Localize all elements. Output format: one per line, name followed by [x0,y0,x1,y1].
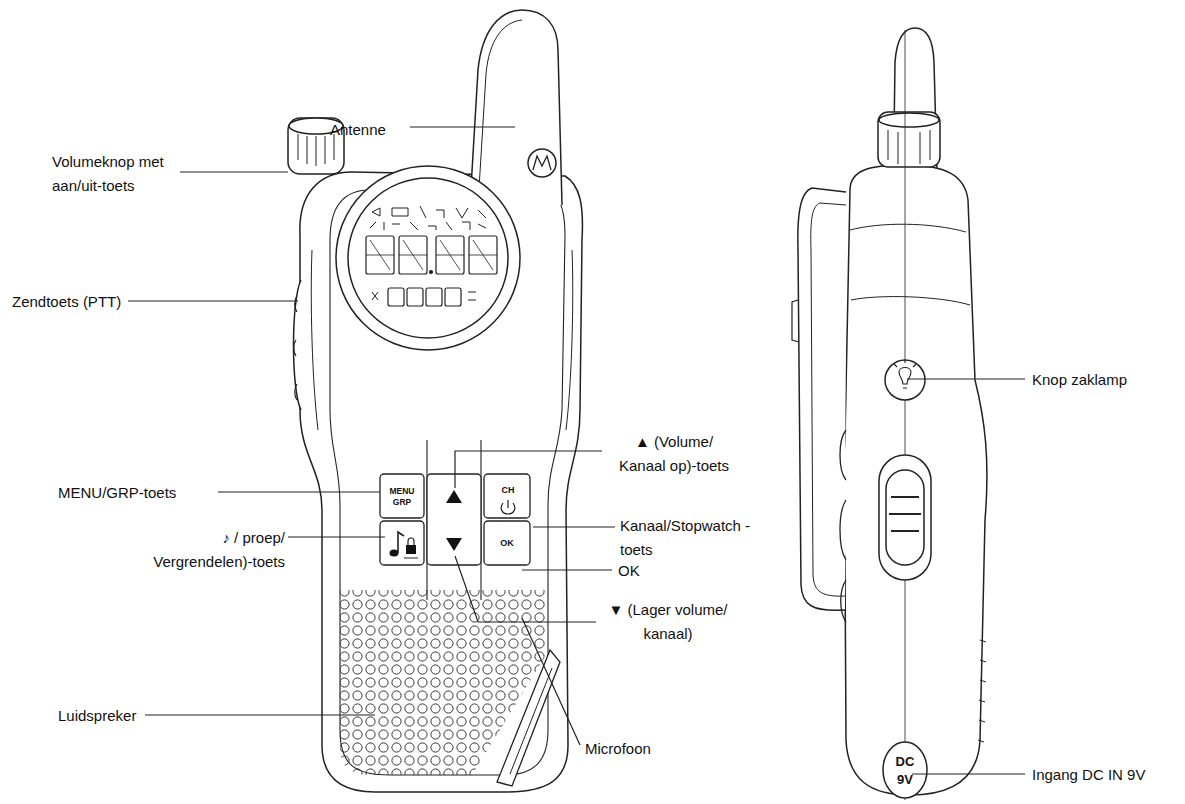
leader-line [128,300,298,301]
up-arrow [446,490,462,503]
leader-line [522,569,612,570]
grip [879,455,931,580]
leader-line [912,773,1025,774]
display-icons-part [372,206,486,218]
menu-button [380,474,424,518]
side-knob [878,112,940,167]
display-bezel [336,166,520,350]
ptt-key [294,280,302,410]
belt-clip [798,188,846,610]
button-text: GRP [393,498,411,507]
lock-icon [404,538,418,558]
note-icon-part [390,550,399,557]
arrow-buttons [427,474,481,565]
leader-line [533,526,615,527]
radio-front [288,10,582,792]
leader-line [218,491,380,492]
microphone-slot [497,650,560,786]
display-icons-part [370,222,486,230]
dc-jack [883,742,927,798]
side-buttons [840,430,846,622]
side-knob-ridges [888,130,930,164]
segment-display-part [445,288,461,306]
lock-icon-part [406,545,416,554]
leader-line [145,714,375,715]
side-ticks [978,640,986,742]
note-icon-part [398,532,404,553]
segment-display-part [407,288,423,306]
part-label: ▼ (Lager volume/ kanaal) [598,598,738,646]
part-label: ♪ / proep/ Vergrendelen)-toets [128,526,285,574]
flashlight-icon [894,360,916,388]
leader-lines [128,127,1025,774]
part-label: Antenne [330,118,386,142]
tone-lock-button [380,521,424,565]
stopwatch-icon [501,500,515,514]
side-knob-top [879,113,939,127]
part-label: OK [618,559,640,583]
button-text: DC [896,755,915,768]
side-contours [850,224,970,305]
button-text: 9V [897,773,913,786]
part-label: Volumeknop met aan/uit-toets [52,150,182,198]
ptt-bumps [294,296,297,400]
part-label: MENU/GRP-toets [58,481,176,505]
segment-display-part [366,240,497,270]
segment-display-part [388,288,404,306]
lock-icon-part [404,558,418,559]
segment-display-part [430,271,433,274]
leader-line [288,536,385,537]
lock-icon-part [408,538,414,545]
leader-line [907,378,1025,379]
leader-line [522,618,580,745]
display-icons [370,206,486,230]
segment-display-part [372,292,476,300]
note-icon [390,532,405,557]
motorola-logo-mark [533,156,551,170]
leader-line [410,126,515,127]
microphone-slot-inner [510,668,552,774]
leader-line [180,171,288,172]
side-body [842,165,987,795]
display-window [348,178,508,338]
down-arrow [446,538,462,551]
knob-ridges [298,134,334,166]
segment-display [366,236,497,306]
antenna-seam [478,20,522,205]
part-label: Kanaal/Stopwatch -toets [620,514,762,562]
grip-inner [886,470,924,565]
flashlight-button [885,360,925,400]
part-label: Microfoon [585,737,651,761]
part-label: Knop zaklamp [1032,368,1127,392]
motorola-logo [528,149,556,177]
leader-line [455,556,596,622]
part-label: Ingang DC IN 9V [1032,763,1145,787]
keypad-column [427,440,481,600]
button-text: MENU [389,487,414,496]
segment-display-part [426,288,442,306]
channel-button [484,474,530,518]
leader-line [455,451,602,488]
part-label: Luidspreker [58,704,136,728]
button-text: CH [502,486,515,495]
button-text: OK [500,539,514,548]
center-line [905,30,906,800]
part-label: Zendtoets (PTT) [12,290,121,314]
ok-button [484,521,530,565]
antenna [470,10,562,205]
grip-lines [889,497,921,531]
part-label: ▲ (Volume/ Kanaal op)-toets [612,430,736,478]
radio-side [792,28,987,800]
belt-clip-tab [792,300,799,342]
